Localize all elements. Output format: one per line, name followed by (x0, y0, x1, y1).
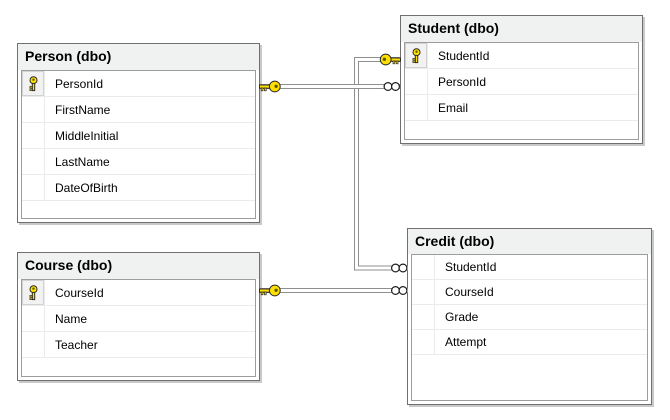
field-row-lastname[interactable]: LastName (22, 149, 255, 175)
field-row-courseid[interactable]: CourseId (22, 280, 255, 306)
primary-key-icon (29, 284, 37, 300)
table-course-header[interactable]: Course (dbo) (18, 253, 259, 279)
field-row-teacher[interactable]: Teacher (22, 332, 255, 358)
field-name: PersonId (438, 74, 487, 89)
field-name: StudentId (438, 48, 490, 63)
field-name: FirstName (55, 102, 111, 117)
key-cell (22, 149, 45, 174)
field-row-attempt[interactable]: Attempt (412, 330, 647, 355)
field-name: Email (438, 100, 469, 115)
field-name: Name (55, 311, 88, 326)
table-title: Person (dbo) (25, 48, 112, 64)
key-cell (405, 95, 428, 120)
table-person[interactable]: Person (dbo) PersonId FirstName MiddleIn… (17, 43, 260, 223)
field-row-courseid[interactable]: CourseId (412, 280, 647, 305)
infinity-icon (391, 263, 408, 273)
field-name: Teacher (55, 337, 98, 352)
table-credit-fields: StudentId CourseId Grade Attempt (411, 254, 648, 401)
key-cell (412, 330, 435, 354)
key-icon (379, 53, 401, 66)
key-cell (22, 306, 45, 331)
table-credit-header[interactable]: Credit (dbo) (408, 229, 651, 254)
key-cell (412, 280, 435, 304)
table-person-header[interactable]: Person (dbo) (18, 44, 259, 70)
key-cell (405, 43, 428, 68)
key-cell (22, 280, 45, 305)
table-credit[interactable]: Credit (dbo) StudentId CourseId Grade At… (407, 228, 652, 405)
key-icon (259, 284, 281, 297)
table-course[interactable]: Course (dbo) CourseId Name Teacher (17, 252, 260, 381)
key-cell (412, 305, 435, 329)
field-row-studentid[interactable]: StudentId (412, 255, 647, 280)
key-cell (22, 175, 45, 200)
table-person-fields: PersonId FirstName MiddleInitial LastNam… (21, 70, 256, 219)
table-title: Credit (dbo) (415, 233, 495, 249)
field-row-personid[interactable]: PersonId (22, 71, 255, 97)
field-name: CourseId (445, 285, 494, 299)
field-name: Grade (445, 310, 479, 324)
infinity-icon (383, 81, 401, 91)
table-student-fields: StudentId PersonId Email (404, 42, 639, 140)
table-title: Student (dbo) (408, 20, 499, 36)
infinity-icon (391, 286, 408, 296)
key-cell (22, 332, 45, 357)
field-name: DateOfBirth (55, 180, 118, 195)
field-row-email[interactable]: Email (405, 95, 638, 121)
key-cell (22, 71, 45, 96)
field-name: MiddleInitial (55, 128, 119, 143)
key-icon (259, 80, 281, 93)
field-name: CourseId (55, 285, 104, 300)
field-row-middleinitial[interactable]: MiddleInitial (22, 123, 255, 149)
field-row-name[interactable]: Name (22, 306, 255, 332)
field-name: Attempt (445, 335, 487, 349)
field-name: LastName (55, 154, 110, 169)
field-row-studentid[interactable]: StudentId (405, 43, 638, 69)
table-student[interactable]: Student (dbo) StudentId PersonId Email (400, 15, 643, 144)
primary-key-icon (29, 75, 37, 91)
primary-key-icon (412, 47, 420, 63)
key-cell (405, 69, 428, 94)
key-cell (22, 123, 45, 148)
field-row-grade[interactable]: Grade (412, 305, 647, 330)
key-cell (22, 97, 45, 122)
field-row-dateofbirth[interactable]: DateOfBirth (22, 175, 255, 201)
table-title: Course (dbo) (25, 257, 113, 273)
key-cell (412, 255, 435, 279)
field-name: StudentId (445, 260, 497, 274)
table-student-header[interactable]: Student (dbo) (401, 16, 642, 42)
field-name: PersonId (55, 76, 104, 91)
table-course-fields: CourseId Name Teacher (21, 279, 256, 377)
field-row-firstname[interactable]: FirstName (22, 97, 255, 123)
field-row-personid[interactable]: PersonId (405, 69, 638, 95)
